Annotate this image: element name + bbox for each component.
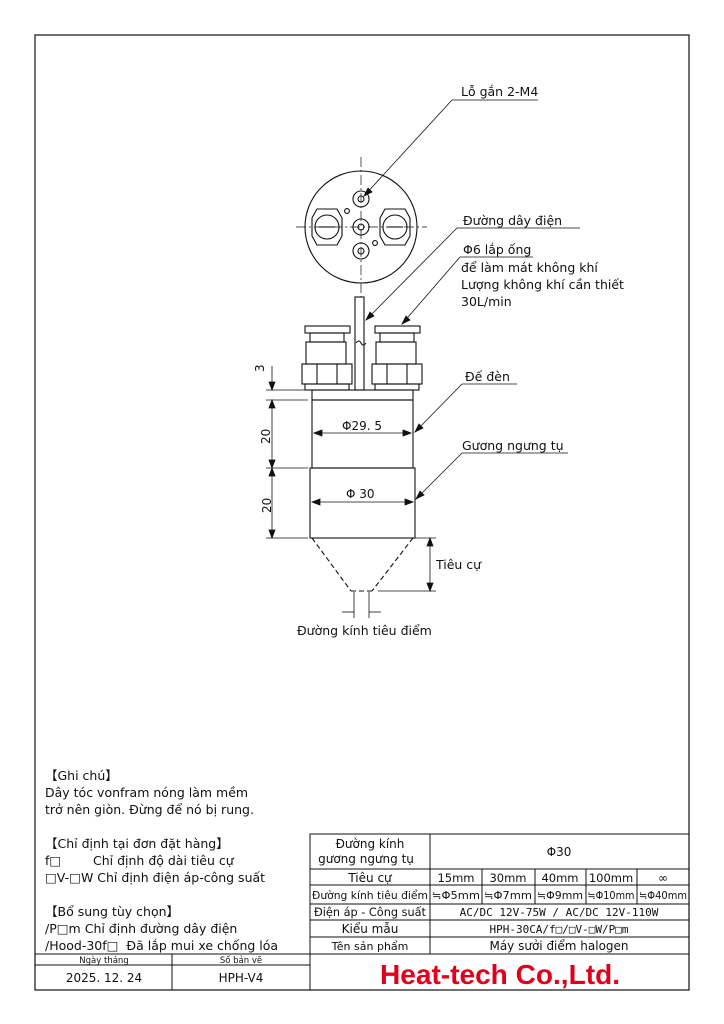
tb-focal-label: Tiêu cự xyxy=(347,871,393,885)
options-title: 【Bổ sung tùy chọn】 xyxy=(45,904,180,919)
tb-spot-value: ≒Φ40mm xyxy=(639,890,687,902)
notes-line: trở nên giòn. Đừng để nó bị rung. xyxy=(45,802,254,817)
top-view xyxy=(296,157,427,297)
tb-reflector-label-2: gương ngưng tụ xyxy=(318,852,414,866)
label-focal-length: Tiêu cự xyxy=(435,557,482,572)
tb-focal-value: ∞ xyxy=(658,871,668,885)
label-reflector: Gương ngưng tụ xyxy=(462,438,564,453)
dimension-20-lower: 20 xyxy=(260,498,274,513)
order-spec-section: 【Chỉ định tại đơn đặt hàng】 f□ Chỉ định … xyxy=(45,835,265,886)
order-spec-line: f□ Chỉ định độ dài tiêu cự xyxy=(45,853,234,868)
tb-model-value: HPH-30CA/f□/□V-□W/P□m xyxy=(489,923,628,936)
order-spec-line: □V-□W Chỉ định điện áp-công suất xyxy=(45,870,266,885)
tb-product-value: Máy sưởi điểm halogen xyxy=(489,939,628,953)
label-spot-diameter: Đường kính tiêu điểm xyxy=(297,623,432,638)
tb-focal-value: 100mm xyxy=(589,871,633,885)
tb-spot-value: ≒Φ5mm xyxy=(432,890,480,902)
tb-drawing-no-value: HPH-V4 xyxy=(219,971,264,985)
label-air-flow: 30L/min xyxy=(461,294,512,309)
tb-focal-value: 15mm xyxy=(437,871,474,885)
label-mount-holes: Lỗ gắn 2-M4 xyxy=(461,84,538,99)
company-logo-text: Heat-tech Co.,Ltd. xyxy=(380,959,620,990)
dimension-3: 3 xyxy=(253,364,267,372)
leader-lines xyxy=(363,99,580,500)
options-line: /P□m Chỉ định đường dây điện xyxy=(45,921,238,936)
tb-focal-value: 40mm xyxy=(541,871,578,885)
label-lamp-base: Đế đèn xyxy=(465,369,510,384)
diameter-dimensions xyxy=(310,429,415,506)
tb-model-label: Kiểu mẫu xyxy=(342,922,399,936)
diameter-lower-label: Φ 30 xyxy=(346,487,375,501)
title-block-grid xyxy=(35,833,690,990)
notes-section: 【Ghi chú】 Dây tóc vonfram nóng làm mềm t… xyxy=(45,767,254,818)
tb-focal-value: 30mm xyxy=(489,871,526,885)
options-section: 【Bổ sung tùy chọn】 /P□m Chỉ định đường d… xyxy=(45,903,278,954)
options-line: /Hood-30f□ Đã lắp mui xe chống lóa xyxy=(45,938,279,953)
tb-voltage-value: AC/DC 12V-75W / AC/DC 12V-110W xyxy=(460,906,659,919)
label-pipe-cooling: để làm mát không khí xyxy=(461,260,598,275)
tb-product-label: Tên sản phẩm xyxy=(331,940,409,953)
sheet-border xyxy=(34,34,690,991)
tb-voltage-label: Điện áp - Công suất xyxy=(314,905,426,919)
tb-spot-value: ≒Φ10mm xyxy=(588,890,635,902)
label-pipe-fitting: Φ6 lắp ống xyxy=(463,242,531,257)
notes-title: 【Ghi chú】 xyxy=(45,768,118,783)
tb-spot-value: ≒Φ7mm xyxy=(484,890,532,902)
tb-reflector-value: Φ30 xyxy=(547,845,572,859)
dimension-20-upper: 20 xyxy=(259,429,273,444)
tb-date-value: 2025. 12. 24 xyxy=(66,971,142,985)
tb-spot-label: Đường kính tiêu điểm xyxy=(312,889,428,902)
tb-spot-value: ≒Φ9mm xyxy=(537,890,583,902)
side-view xyxy=(301,296,423,618)
label-air-required: Lượng không khí cần thiết xyxy=(461,277,624,292)
tb-date-label: Ngày tháng xyxy=(79,956,128,966)
vertical-dimensions xyxy=(266,366,436,593)
label-wire: Đường dây điện xyxy=(463,213,562,228)
diameter-upper-label: Φ29. 5 xyxy=(342,419,382,433)
notes-line: Dây tóc vonfram nóng làm mềm xyxy=(45,785,249,800)
tb-drawing-no-label: Số bản vẽ xyxy=(220,955,262,966)
tb-reflector-label-1: Đường kính xyxy=(336,837,405,851)
order-spec-title: 【Chỉ định tại đơn đặt hàng】 xyxy=(45,836,229,851)
